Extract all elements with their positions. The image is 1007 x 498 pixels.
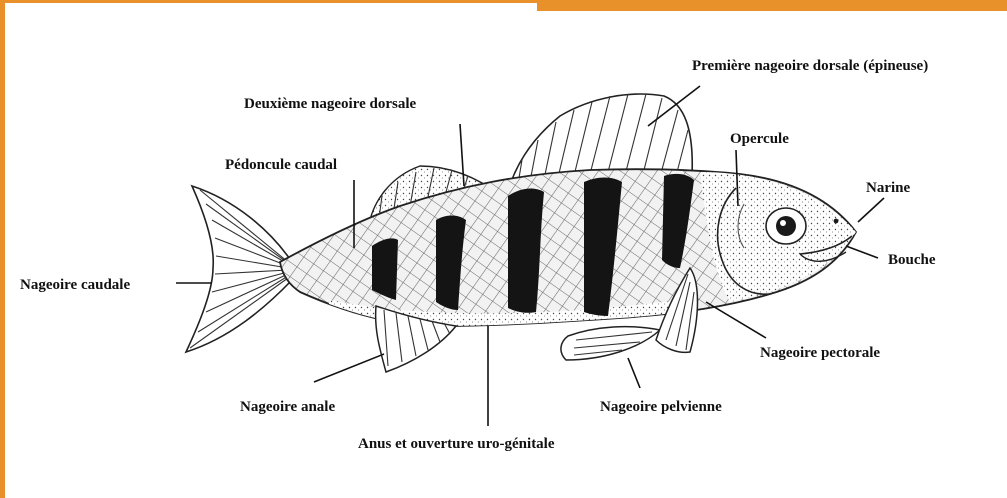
leader-pelvienne [628, 358, 640, 388]
label-narine: Narine [866, 180, 911, 196]
leader-anale [314, 354, 384, 382]
label-caudale: Nageoire caudale [20, 277, 130, 293]
pelvic-fin [561, 327, 660, 360]
label-opercule: Opercule [730, 131, 789, 147]
caudal-fin [186, 186, 292, 352]
label-anus: Anus et ouverture uro-génitale [358, 436, 555, 452]
label-premiere-dorsale: Première nageoire dorsale (épineuse) [692, 58, 928, 74]
label-deuxieme-dorsale: Deuxième nageoire dorsale [244, 96, 417, 112]
fish-body [280, 169, 856, 330]
label-pedoncule: Pédoncule caudal [225, 157, 337, 173]
label-pelvienne: Nageoire pelvienne [600, 399, 722, 415]
leader-narine [858, 198, 884, 222]
leader-bouche [846, 246, 878, 258]
leader-pectorale [706, 302, 766, 338]
label-anale: Nageoire anale [240, 399, 335, 415]
label-bouche: Bouche [888, 252, 936, 268]
label-pectorale: Nageoire pectorale [760, 345, 880, 361]
